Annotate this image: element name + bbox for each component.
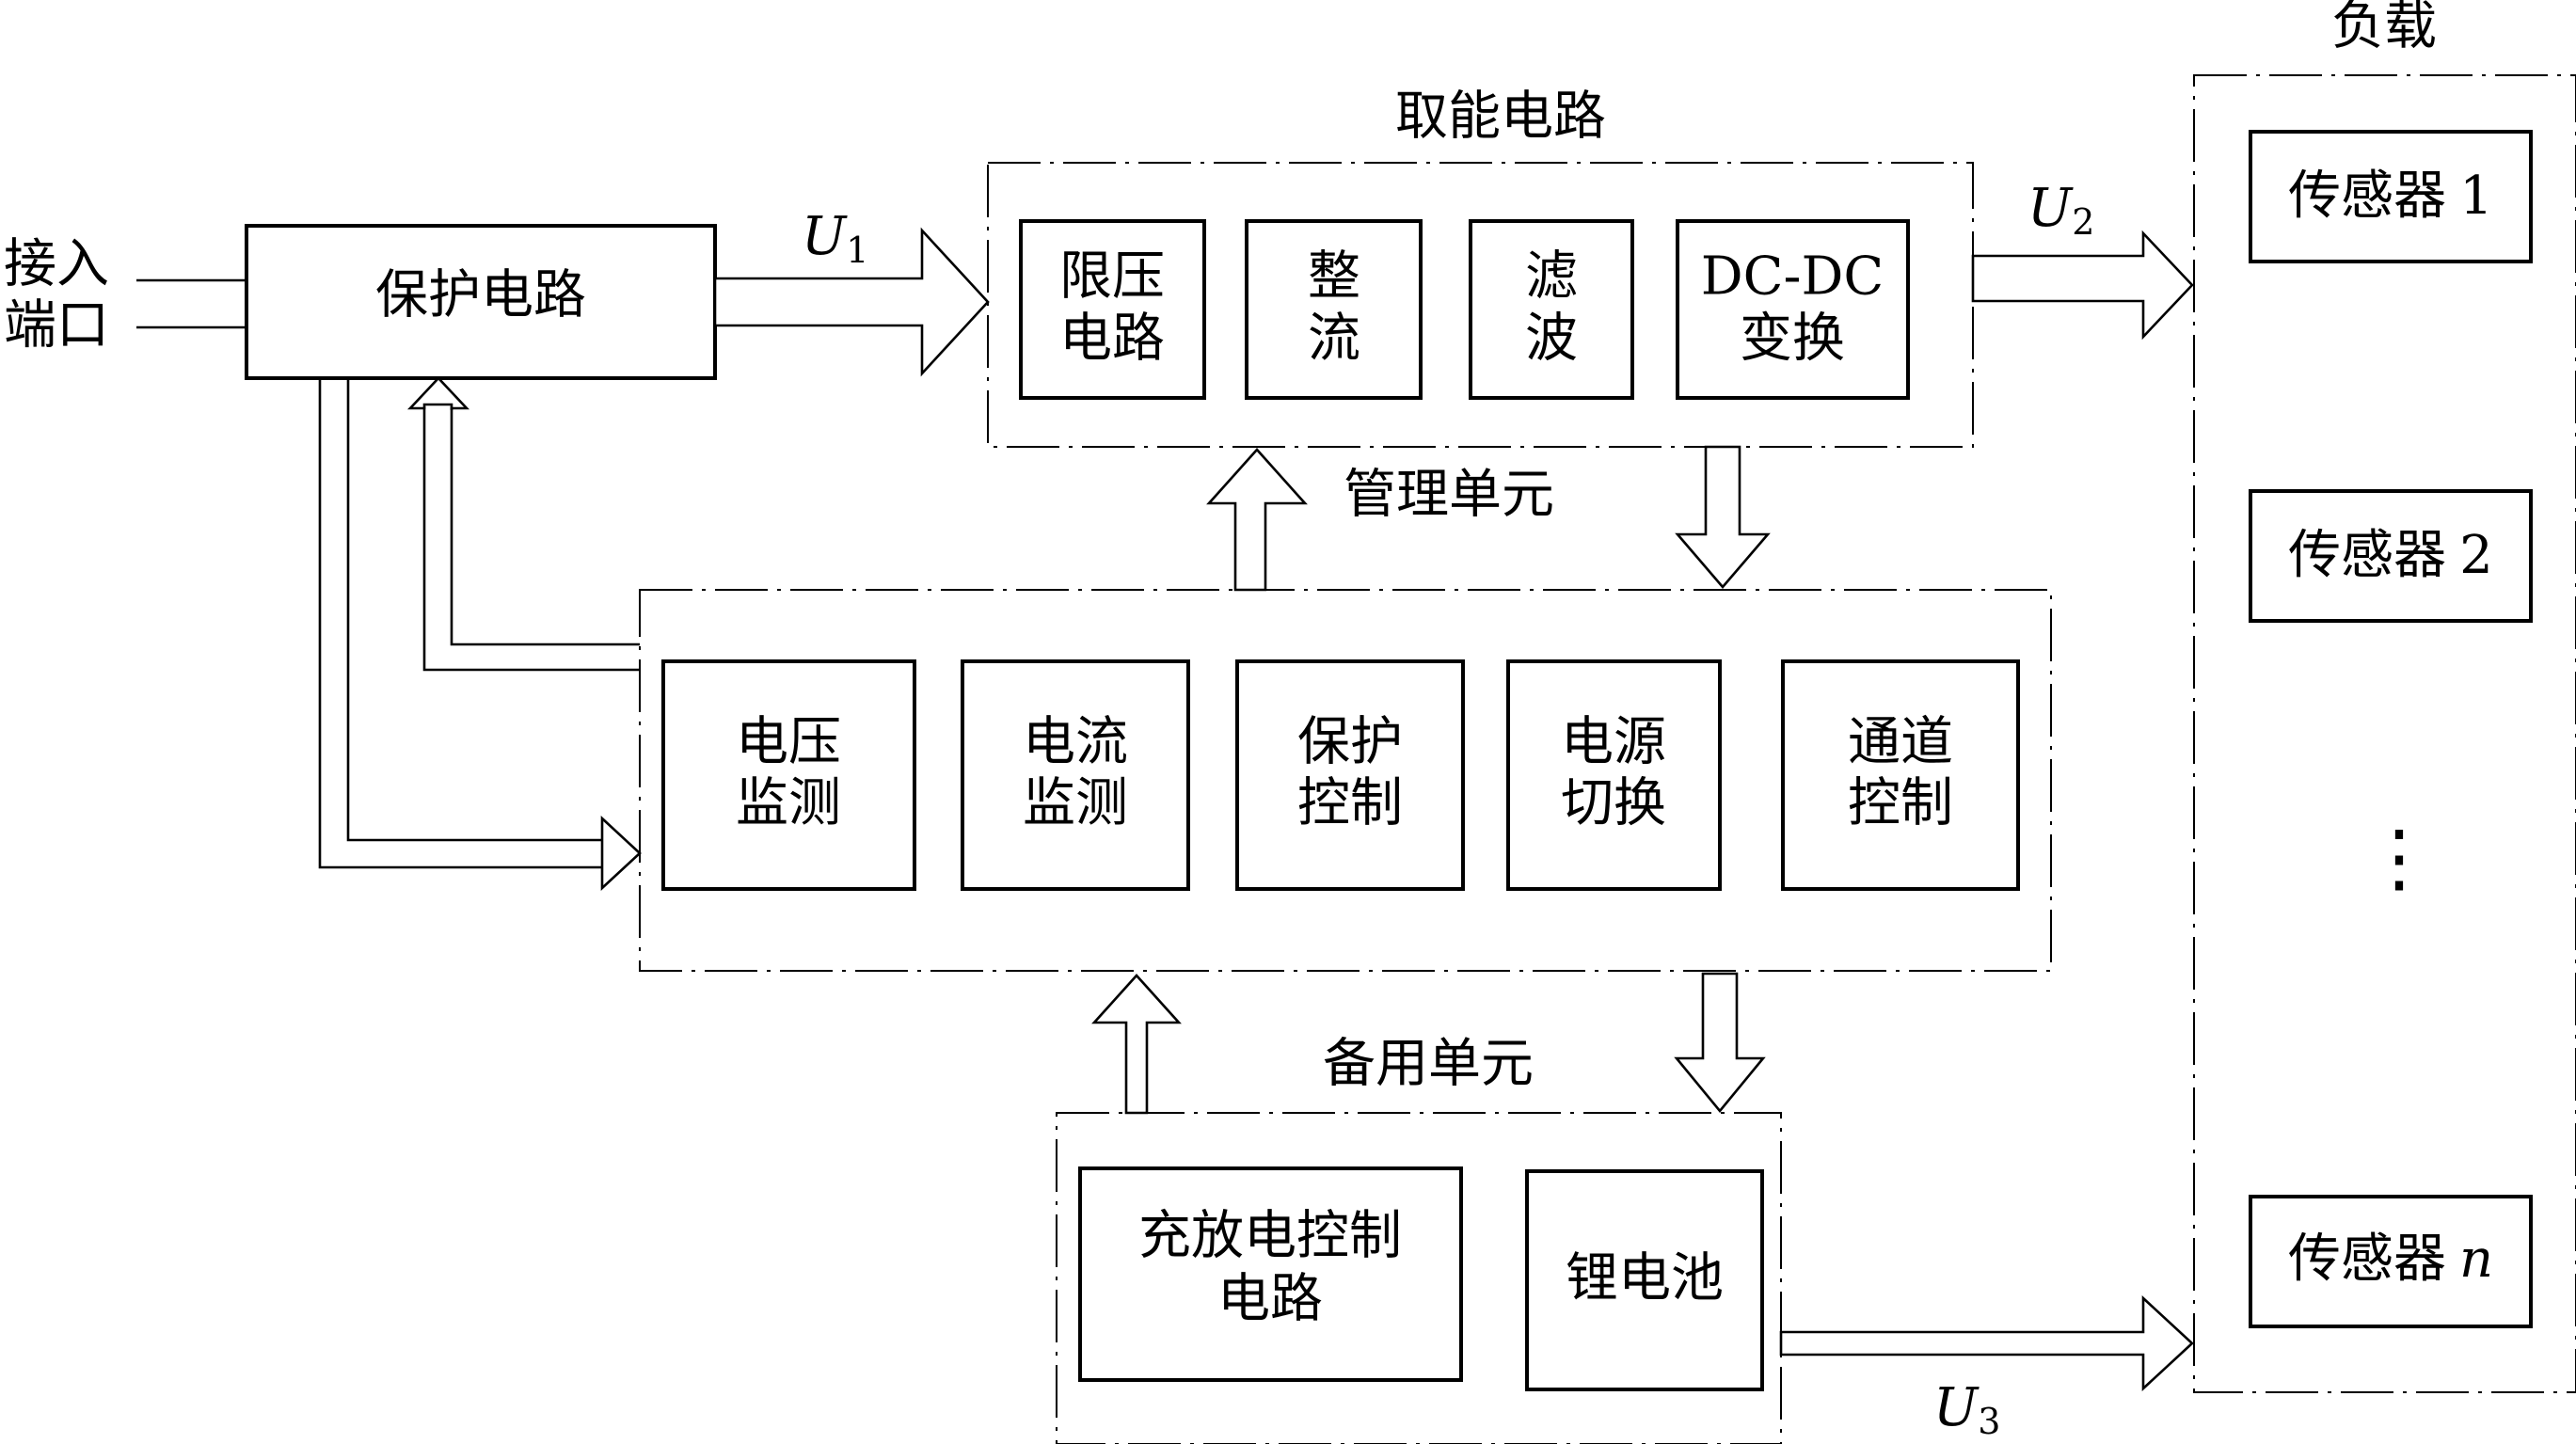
u2-arrow-shape [1971,230,2194,341]
energy-harvesting-frame [987,162,1974,448]
block-dcdc-line2: 变换 [1740,309,1845,370]
u2-symbol: U [2027,178,2074,239]
sensor-1-index: 1 [2459,166,2493,227]
u3-label: U3 [1933,1377,2000,1442]
u1-label: U1 [802,206,868,271]
sensor-1-name: 传感器 [2288,166,2446,227]
load-frame [2193,74,2576,1393]
block-dcdc: DC-DC 变换 [1676,219,1910,400]
protection-to-mgmt-arrow [318,378,642,891]
block-protection-control: 保护 控制 [1235,659,1465,891]
u1-arrow: U1 [713,206,990,377]
u3-arrow-shape [1779,1295,2194,1391]
block-channel-control-line2: 控制 [1848,773,1953,834]
feedback-arrow [406,376,640,675]
block-filter-line2: 波 [1525,309,1578,370]
block-power-switch: 电源 切换 [1506,659,1722,891]
block-protection-control-box [1235,659,1465,891]
sensor-2-index: 2 [2459,525,2493,586]
harvest-to-mgmt-arrow [1675,445,1771,589]
u3-arrow: U3 [1779,1295,2194,1442]
protection-circuit-box [245,224,717,380]
mgmt-to-backup-arrow [1674,972,1766,1114]
block-voltage-monitor-box [661,659,916,891]
block-battery-label: 锂电池 [1566,1248,1724,1309]
backup-unit-title: 备用单元 [1323,1034,1534,1095]
sensor-n-name: 传感器 [2288,1229,2446,1290]
sensor-n-index: n [2459,1229,2493,1290]
management-unit-frame [639,589,2052,972]
block-channel-control: 通道 控制 [1781,659,2020,891]
u2-subscript: 2 [2072,201,2094,243]
block-dcdc-box [1676,219,1910,400]
block-power-switch-line1: 电源 [1561,712,1666,773]
block-voltage-monitor-line2: 监测 [736,773,841,834]
u3-subscript: 3 [1978,1401,2000,1442]
block-rectifier-line1: 整 [1308,246,1360,308]
block-voltage-limit-line2: 电路 [1059,309,1165,370]
block-current-monitor: 电流 监测 [961,659,1190,891]
block-charge-control-line1: 充放电控制 [1138,1206,1402,1267]
input-port-label-line1: 接入 [4,234,109,295]
u2-label: U2 [2027,178,2094,243]
protection-circuit: 保护电路 [245,224,717,380]
energy-harvesting-circuit: 取能电路 限压 电路 整 流 滤 波 DC-DC 变换 [987,87,1974,448]
block-current-monitor-line2: 监测 [1023,773,1128,834]
block-charge-control-box [1078,1166,1463,1382]
sensor-2-name: 传感器 [2288,525,2446,586]
block-power-switch-line2: 切换 [1561,773,1666,834]
management-unit-title: 管理单元 [1344,465,1554,526]
mgmt-to-harvest-arrow [1206,448,1308,592]
block-rectifier-box [1245,219,1423,400]
backup-unit-frame [1056,1112,1782,1444]
backup-to-mgmt-arrow [1091,974,1182,1115]
block-channel-control-box [1781,659,2020,891]
block-current-monitor-box [961,659,1190,891]
block-battery: 锂电池 [1525,1169,1764,1391]
input-port: 接入 端口 [4,234,246,357]
u1-arrow-shape [713,227,990,377]
backup-unit: 备用单元 充放电控制 电路 锂电池 [1056,1034,1782,1444]
block-filter-line1: 滤 [1525,246,1578,308]
block-voltage-limit-line1: 限压 [1059,246,1165,308]
block-rectifier-line2: 流 [1308,309,1360,370]
sensor-1-box [2249,130,2533,263]
block-charge-control: 充放电控制 电路 [1078,1166,1463,1382]
block-battery-box [1525,1169,1764,1391]
u2-arrow: U2 [1971,178,2194,341]
energy-harvesting-title: 取能电路 [1395,87,1606,148]
block-voltage-monitor: 电压 监测 [661,659,916,891]
sensor-2-box [2249,489,2533,623]
protection-circuit-label: 保护电路 [375,265,586,326]
block-charge-control-line2: 电路 [1217,1269,1323,1330]
u1-symbol: U [802,206,848,267]
block-voltage-monitor-line1: 电压 [736,712,841,773]
sensor-ellipsis: ⋮ [2361,814,2437,901]
management-unit: 管理单元 电压 监测 电流 监测 保护 控制 电源 切换 通道 控制 [639,465,2052,972]
block-current-monitor-line1: 电流 [1023,712,1128,773]
block-dcdc-line1: DC-DC [1701,246,1884,308]
block-voltage-limit-box [1019,219,1206,400]
block-filter: 滤 波 [1469,219,1634,400]
u1-subscript: 1 [846,230,868,271]
block-channel-control-line1: 通道 [1848,712,1953,773]
load-title: 负载 [2331,0,2437,57]
block-protection-control-line2: 控制 [1297,773,1403,834]
block-voltage-limit: 限压 电路 [1019,219,1206,400]
block-filter-box [1469,219,1634,400]
u3-symbol: U [1933,1377,1980,1438]
sensor-n-box [2249,1195,2533,1328]
block-protection-control-line1: 保护 [1297,712,1403,773]
input-port-label-line2: 端口 [4,295,109,357]
block-power-switch-box [1506,659,1722,891]
block-rectifier: 整 流 [1245,219,1423,400]
